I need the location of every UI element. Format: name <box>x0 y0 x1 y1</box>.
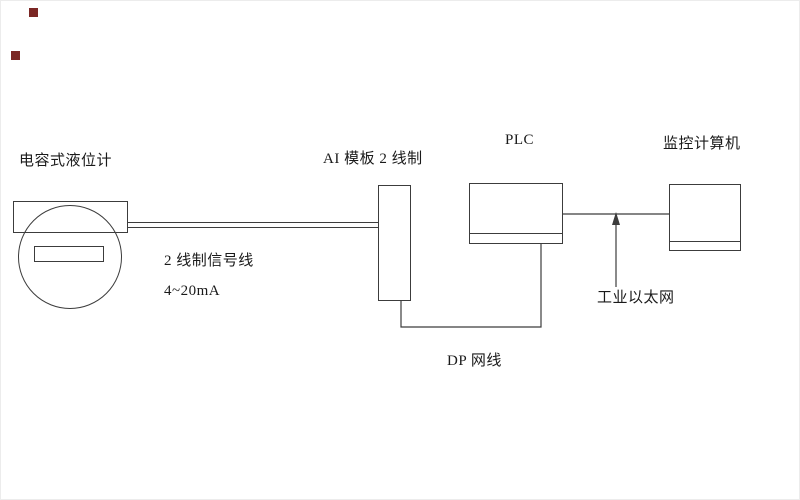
ai-module-label: AI 模板 2 线制 <box>323 151 423 167</box>
ai-module-box <box>378 185 411 301</box>
two-wire-signal-cable <box>128 222 379 228</box>
monitor-panel-line <box>669 241 741 242</box>
plc-label: PLC <box>505 132 535 148</box>
monitor-label: 监控计算机 <box>663 136 741 152</box>
dp-cable-label: DP 网线 <box>447 353 502 369</box>
plc-box <box>469 183 563 244</box>
monitor-box <box>669 184 741 251</box>
level-gauge-body <box>18 205 122 309</box>
level-gauge-label: 电容式液位计 <box>19 153 113 169</box>
signal-line-label: 2 线制信号线 <box>164 253 254 269</box>
signal-range-label: 4~20mA <box>164 283 221 299</box>
level-gauge-display-window <box>34 246 104 262</box>
ethernet-arrow-head <box>612 212 620 225</box>
plc-panel-line <box>469 233 563 234</box>
dp-cable-line <box>400 244 542 328</box>
red-square-marker-top <box>29 8 38 17</box>
ethernet-label: 工业以太网 <box>597 290 675 306</box>
red-square-marker-left <box>11 51 20 60</box>
